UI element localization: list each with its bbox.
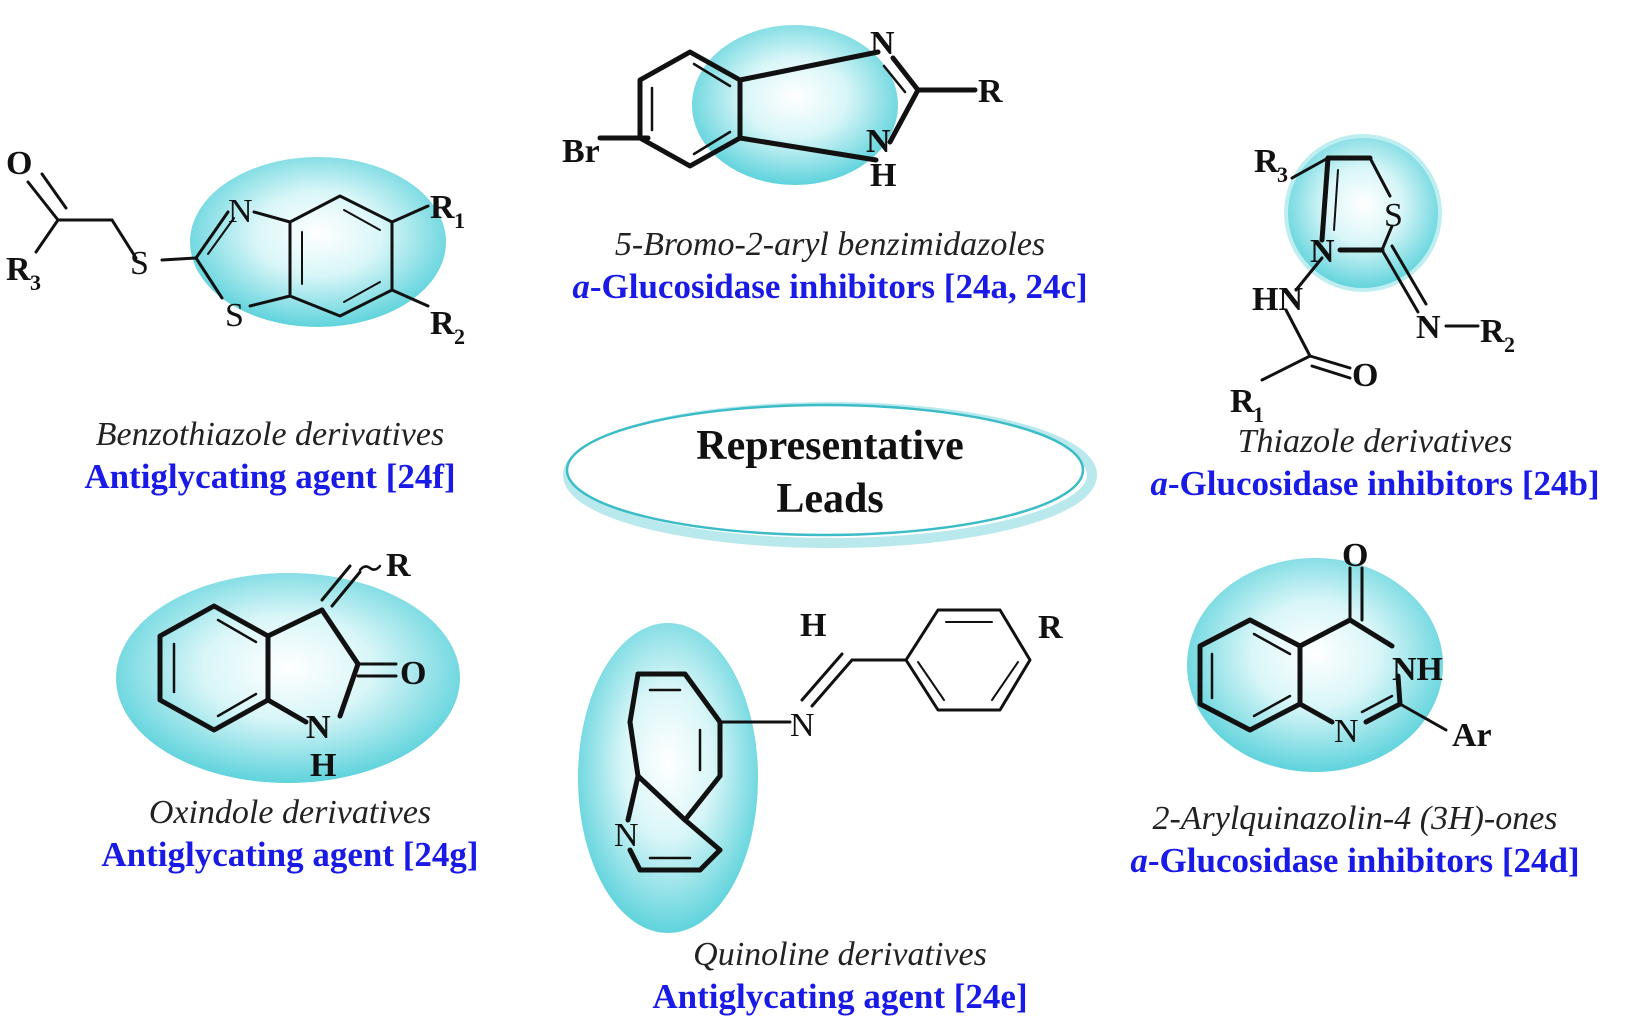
activity-text: -Glucosidase inhibitors [24a, 24c]: [589, 267, 1088, 306]
atom-n: N: [870, 25, 895, 62]
atom-o: O: [1342, 537, 1368, 574]
atom-o: O: [400, 655, 426, 692]
atom-h: H: [800, 607, 826, 644]
atom-r1-subscript: 1: [454, 208, 465, 233]
activity-text: -Glucosidase inhibitors [24b]: [1167, 464, 1600, 503]
atom-s: S: [130, 245, 149, 282]
activity-text: -Glucosidase inhibitors [24d]: [1147, 841, 1580, 880]
quinazolinone-atoms: O NH N Ar: [1334, 537, 1492, 754]
oxindole-highlight: [116, 573, 460, 783]
benzothiazole-atoms: O R 3 S N S R 1 R 2: [6, 145, 465, 349]
atom-n: N: [1416, 309, 1441, 346]
oxindole-caption: Oxindole derivatives Antiglycating agent…: [20, 794, 560, 874]
atom-r2: R: [1480, 313, 1505, 350]
atom-br: Br: [562, 133, 600, 170]
atom-h: H: [870, 157, 896, 194]
benzimidazole-atoms: N N H R Br: [562, 25, 1003, 194]
quinazolinone-activity: a-Glucosidase inhibitors [24d]: [1060, 843, 1650, 878]
oxindole-atoms: R O N H: [306, 547, 426, 784]
atom-n: N: [228, 193, 253, 230]
benzimidazole-activity: a-Glucosidase inhibitors [24a, 24c]: [540, 269, 1120, 304]
alpha-prefix: a: [1150, 464, 1168, 503]
atom-h: H: [310, 747, 336, 784]
atom-s: S: [225, 297, 244, 334]
atom-n: N: [614, 817, 639, 854]
thiazole-activity: a-Glucosidase inhibitors [24b]: [1100, 466, 1650, 501]
benzothiazole-structure: [26, 157, 446, 327]
alpha-prefix: a: [572, 267, 590, 306]
alpha-prefix: a: [1130, 841, 1148, 880]
quinazolinone-highlight: [1187, 558, 1443, 772]
atom-n: N: [1310, 233, 1335, 270]
atom-r1: R: [430, 189, 455, 226]
atom-ar: Ar: [1452, 717, 1492, 754]
atom-n: N: [866, 123, 891, 160]
quinazolinone-name: 2-Arylquinazolin-4 (3H)-ones: [1152, 800, 1558, 837]
oxindole-structure: [116, 564, 460, 783]
center-label-line2: Leads: [776, 475, 884, 522]
benzothiazole-activity: Antiglycating agent [24f]: [84, 457, 456, 496]
quinoline-name: Quinoline derivatives: [693, 936, 987, 973]
quinoline-structure: [578, 608, 1032, 933]
atom-r1-subscript: 1: [1253, 402, 1264, 427]
quinoline-caption: Quinoline derivatives Antiglycating agen…: [560, 936, 1120, 1016]
atom-r: R: [978, 73, 1003, 110]
atom-n: N: [1334, 713, 1359, 750]
atom-n: N: [790, 707, 815, 744]
atom-s: S: [1384, 197, 1403, 234]
atom-r: R: [1038, 609, 1063, 646]
quinoline-atoms: H N R N: [614, 607, 1063, 854]
atom-r2-subscript: 2: [454, 324, 465, 349]
center-label: Representative Leads: [570, 420, 1090, 525]
oxindole-name: Oxindole derivatives: [148, 794, 432, 831]
atom-r: R: [386, 547, 411, 584]
thiazole-caption: Thiazole derivatives a-Glucosidase inhib…: [1100, 423, 1650, 502]
benzimidazole-structure: [597, 25, 978, 185]
thiazole-atoms: R 3 S N HN N R 2 O R 1: [1230, 143, 1515, 427]
benzothiazole-name: Benzothiazole derivatives: [95, 416, 445, 453]
benzothiazole-highlight: [190, 157, 446, 327]
quinoline-highlight: [578, 623, 758, 933]
atom-r3-subscript: 3: [1277, 162, 1288, 187]
benzimidazole-highlight: [692, 25, 898, 185]
atom-r1: R: [1230, 383, 1255, 420]
quinazolinone-structure: [1187, 558, 1448, 772]
quinazolinone-caption: 2-Arylquinazolin-4 (3H)-ones a-Glucosida…: [1060, 800, 1650, 879]
atom-r3: R: [1254, 143, 1279, 180]
center-ellipse: [563, 402, 1097, 548]
quinoline-activity: Antiglycating agent [24e]: [652, 977, 1028, 1016]
atom-hn: HN: [1252, 281, 1303, 318]
atom-nh: NH: [1392, 651, 1443, 688]
benzimidazole-caption: 5-Bromo-2-aryl benzimidazoles a-Glucosid…: [540, 226, 1120, 305]
thiazole-structure: [1260, 134, 1480, 382]
atom-r3: R: [6, 251, 31, 288]
benzimidazole-name: 5-Bromo-2-aryl benzimidazoles: [614, 226, 1046, 263]
benzothiazole-caption: Benzothiazole derivatives Antiglycating …: [0, 416, 540, 496]
atom-o: O: [6, 145, 32, 182]
thiazole-name: Thiazole derivatives: [1237, 423, 1513, 460]
atom-r3-subscript: 3: [30, 270, 41, 295]
atom-r2: R: [430, 305, 455, 342]
oxindole-activity: Antiglycating agent [24g]: [101, 835, 479, 874]
atom-o: O: [1352, 357, 1378, 394]
atom-n: N: [306, 709, 331, 746]
center-label-line1: Representative: [696, 423, 964, 469]
atom-r2-subscript: 2: [1504, 332, 1515, 357]
